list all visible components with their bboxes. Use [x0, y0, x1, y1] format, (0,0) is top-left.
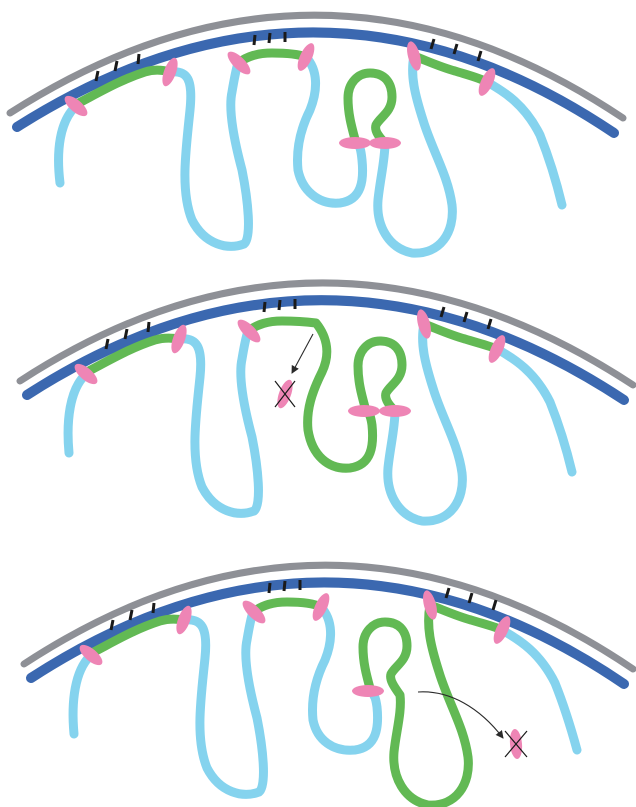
- released-anchor: [418, 692, 527, 760]
- anchor-icon: [379, 405, 411, 417]
- panel-top: [10, 15, 623, 253]
- panel-bottom: [24, 565, 633, 805]
- anchor-icon: [348, 405, 380, 417]
- panel-middle: [20, 283, 633, 521]
- anchor-icon: [369, 137, 401, 149]
- anchor-icon: [339, 137, 371, 149]
- crossed-anchor-icon: [505, 729, 527, 760]
- bound-segments: [90, 602, 502, 805]
- crossed-anchor-icon: [274, 378, 296, 410]
- arrow-icon: [292, 334, 313, 373]
- anchor-icon: [352, 685, 384, 697]
